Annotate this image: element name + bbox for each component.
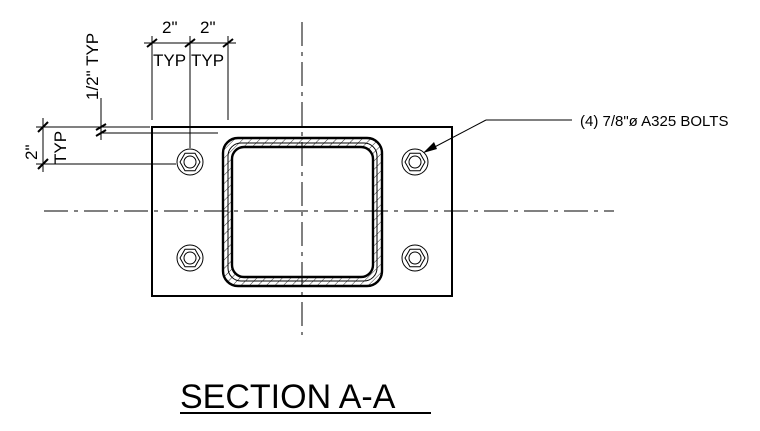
horizontal-dimension [144,36,236,148]
bolt-top-left [176,148,204,176]
bolt-bottom-right [401,244,429,272]
base-plate [151,126,453,297]
plate-thickness-label: 1/2" TYP [83,33,102,100]
dim-label-2in-left: 2" [162,18,178,37]
dim-label-typ-left: TYP [153,51,186,70]
bolt-callout-leader [423,119,572,153]
hss-tube-inner [230,145,375,279]
plate-thickness-dimension [95,98,218,140]
hss-tube-outer [221,136,384,288]
bolt-bottom-left [176,244,204,272]
dim-label-2in-right: 2" [200,18,216,37]
vertical-dim-label: 2" [22,145,41,161]
bolt-top-right [401,148,429,176]
dim-label-typ-right: TYP [191,51,224,70]
vertical-typ-label: TYP [51,131,70,164]
vertical-dimension [36,118,176,172]
section-title: SECTION A-A [180,378,396,416]
hss-tube-outer-ring [227,142,378,282]
bolt-callout-text: (4) 7/8"ø A325 BOLTS [580,113,728,130]
